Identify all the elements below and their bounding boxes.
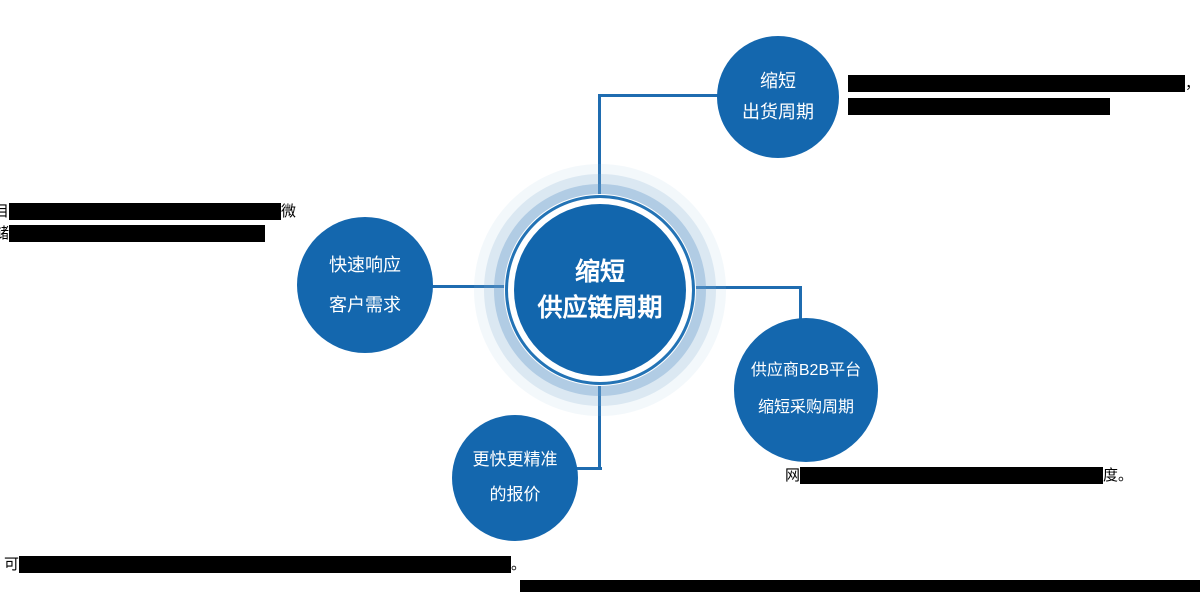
node-left-label-line1: 快速响应	[329, 254, 401, 275]
redaction-bar	[19, 556, 512, 573]
annotation-bottom-right-head: 网	[785, 467, 801, 484]
connector-bottom-vertical	[598, 378, 601, 470]
annotation-left-row2: 储	[0, 225, 266, 242]
redaction-bar	[848, 75, 1185, 92]
redaction-bar	[520, 580, 1200, 592]
redaction-bar	[800, 467, 1104, 484]
node-faster-more-accurate-quotes: 更快更精准 的报价	[452, 415, 578, 541]
node-bottom-label-line1: 更快更精准	[472, 450, 558, 470]
annotation-left-row2-head: 储	[0, 225, 10, 242]
annotation-bottom-left-tail: 。	[511, 556, 527, 573]
connector-right-vertical	[799, 286, 802, 334]
node-right-label-line2: 缩短采购周期	[757, 399, 854, 416]
node-right-label-line1: 供应商B2B平台	[750, 362, 862, 380]
redaction-bar	[9, 203, 282, 220]
node-top-label-line2: 出货周期	[742, 102, 814, 122]
redaction-bar	[848, 98, 1110, 115]
connector-left-horizontal	[426, 285, 530, 288]
annotation-bottom-left: 可 。	[4, 556, 526, 573]
central-node-label-line1: 缩短	[574, 257, 625, 286]
connector-top-horizontal	[598, 94, 723, 97]
connector-top-vertical	[598, 94, 601, 216]
annotation-top-right-row1-tail: ，	[1185, 75, 1200, 92]
node-top-label-line1: 缩短	[760, 70, 796, 91]
redaction-bar	[9, 225, 266, 242]
annotation-left-row1: 目 微	[0, 203, 296, 220]
annotation-bottom-left-head: 可	[4, 556, 20, 573]
connector-bottom-horizontal	[568, 467, 602, 470]
connector-right-horizontal	[688, 286, 802, 289]
node-bottom-label-line2: 的报价	[489, 485, 541, 504]
annotation-bottom-right-tail: 度。	[1103, 467, 1134, 484]
annotation-top-right-row2	[848, 98, 1110, 115]
central-node-shorten-supply-chain-cycle: 缩短 供应链周期	[514, 204, 686, 376]
node-shorten-shipping-cycle: 缩短 出货周期	[717, 36, 839, 158]
central-node-label-line2: 供应链周期	[537, 294, 663, 322]
annotation-left-row1-tail: 微	[281, 203, 297, 220]
node-supplier-b2b-platform: 供应商B2B平台 缩短采购周期	[734, 318, 878, 462]
annotation-top-right-row1: ，	[848, 75, 1200, 92]
annotation-left-row1-head: 目	[0, 203, 10, 220]
node-left-label-line2: 客户需求	[329, 295, 401, 315]
node-quick-response-customer-needs: 快速响应 客户需求	[297, 217, 433, 353]
annotation-bottom-right: 网 度。	[785, 467, 1133, 484]
annotation-bottom-edge	[520, 580, 1200, 592]
